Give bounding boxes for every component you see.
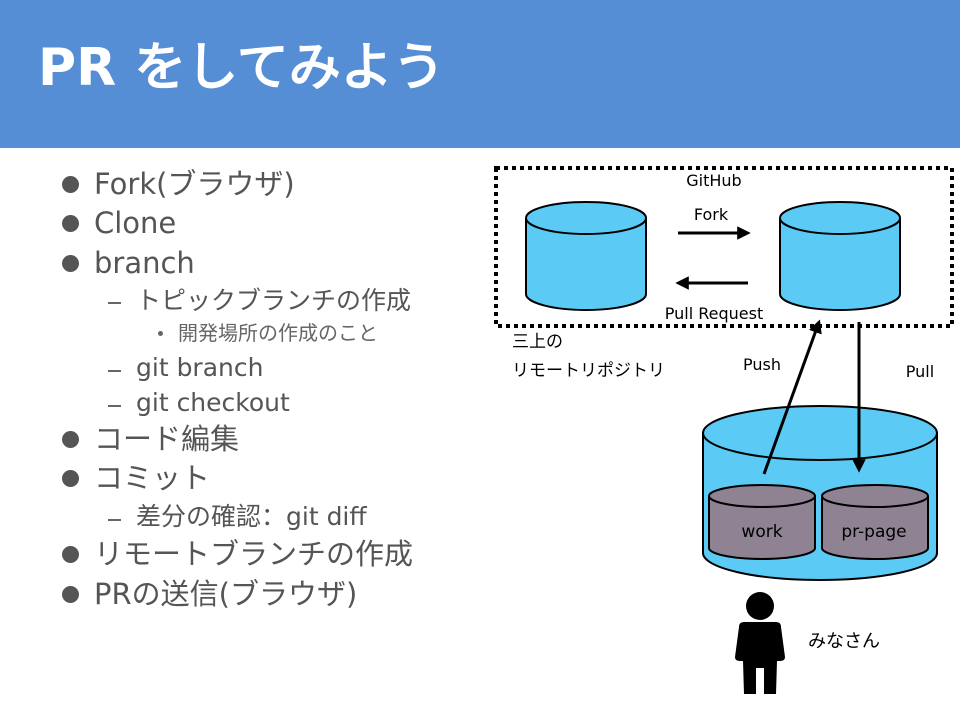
sub-bullet-item: git branch bbox=[136, 353, 264, 382]
bullet-item: コミット bbox=[94, 461, 211, 495]
person-icon bbox=[735, 592, 785, 694]
bullet-dot bbox=[62, 431, 79, 448]
sub-sub-bullet-item: 開発場所の作成のこと bbox=[178, 321, 378, 345]
sub-bullet-item: git checkout bbox=[136, 388, 290, 417]
branch-work-label: work bbox=[741, 522, 782, 542]
bullet-dot bbox=[62, 176, 79, 193]
fork-label: Fork bbox=[694, 205, 729, 224]
fork-repo-cylinder bbox=[779, 201, 901, 311]
bullet-dot bbox=[62, 546, 79, 563]
bullet-dot bbox=[62, 215, 79, 232]
branch-pr-page-cylinder bbox=[821, 484, 929, 560]
bullet-item: リモートブランチの作成 bbox=[94, 537, 414, 571]
branch-work-cylinder bbox=[708, 484, 816, 560]
bullet-item: コード編集 bbox=[94, 422, 240, 456]
sub-bullet-item: 差分の確認：git diff bbox=[136, 502, 367, 531]
upstream-repo-cylinder bbox=[525, 201, 647, 311]
bullet-small-dot bbox=[158, 331, 163, 336]
push-arrow bbox=[762, 319, 822, 475]
remote-repo-label: リモートリポジトリ bbox=[512, 361, 665, 381]
title-bar: PR をしてみよう bbox=[0, 0, 960, 148]
branch-pr-page-label: pr-page bbox=[841, 522, 906, 542]
slide-title: PR をしてみよう bbox=[38, 38, 445, 98]
user-label: みなさん bbox=[808, 631, 880, 652]
bullet-dash bbox=[108, 519, 121, 521]
github-label: GitHub bbox=[686, 171, 741, 190]
bullet-dash bbox=[108, 302, 121, 304]
bullet-dot bbox=[62, 255, 79, 272]
bullet-item: Clone bbox=[94, 206, 177, 240]
bullet-item: PRの送信(ブラウザ) bbox=[94, 577, 358, 611]
pull-label: Pull bbox=[906, 362, 934, 381]
bullet-dot bbox=[62, 470, 79, 487]
bullet-dash bbox=[108, 370, 121, 372]
sub-bullet-item: トピックブランチの作成 bbox=[136, 286, 412, 315]
github-frame bbox=[494, 166, 954, 328]
bullet-item: Fork(ブラウザ) bbox=[94, 167, 295, 201]
bullet-dot bbox=[62, 586, 79, 603]
bullet-dash bbox=[108, 405, 121, 407]
bullet-item: branch bbox=[94, 246, 195, 280]
pull-request-label: Pull Request bbox=[665, 304, 763, 323]
push-label: Push bbox=[743, 355, 781, 374]
remote-owner-label: 三上の bbox=[512, 332, 563, 352]
